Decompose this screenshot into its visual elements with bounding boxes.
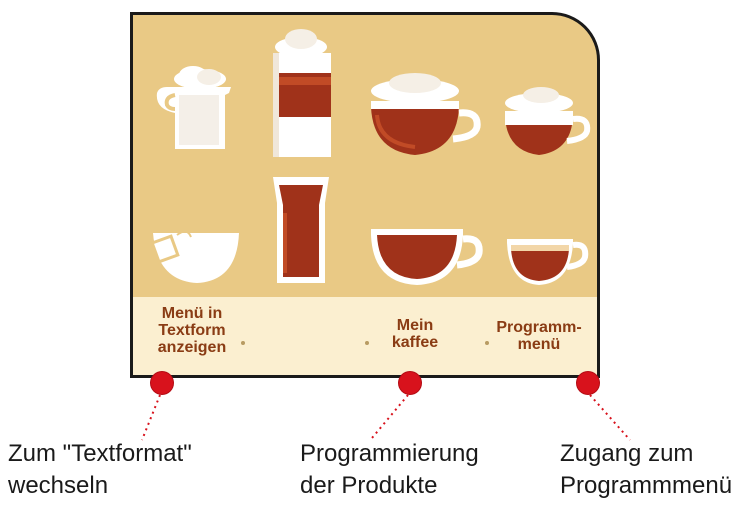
separator-dot [241, 341, 245, 345]
marker-program-menu [577, 372, 599, 394]
tall-glass-icon [273, 177, 329, 283]
product-cappuccino[interactable] [365, 71, 483, 161]
separator-dot [365, 341, 369, 345]
caption-left-line2: wechseln [8, 472, 109, 499]
product-latte-macchiato[interactable] [265, 25, 335, 161]
small-foam-cup-icon [505, 87, 591, 155]
my-coffee-button[interactable]: Mein kaffee [385, 317, 445, 351]
cappuccino-cup-icon [371, 73, 481, 155]
program-menu-button[interactable]: Programm- menü [489, 319, 589, 353]
caption-middle-line2: der Produkte [300, 472, 438, 499]
marker-my-coffee [399, 372, 421, 394]
program-menu-label-line2: menü [517, 336, 561, 353]
caption-program-menu: Zugang zum Programmmenü [560, 438, 732, 502]
caption-left-line1: Zum "Textformat" [8, 440, 192, 467]
callout-line-left [141, 394, 161, 441]
product-coffee[interactable] [367, 225, 485, 291]
separator-dot [485, 341, 489, 345]
text-menu-label-line1: Menü in [161, 305, 223, 322]
text-menu-button[interactable]: Menü in Textform anzeigen [147, 305, 237, 356]
coffee-machine-display: Menü in Textform anzeigen Mein kaffee Pr… [130, 12, 600, 378]
tea-cup-icon [150, 230, 239, 283]
milk-jug-icon [156, 66, 231, 149]
product-tea[interactable] [147, 225, 243, 287]
caption-product-programming: Programmierung der Produkte [300, 438, 479, 502]
latte-glass-icon [273, 29, 331, 157]
callout-line-right [589, 394, 631, 441]
product-espresso-macchiato[interactable] [501, 85, 591, 161]
product-americano[interactable] [269, 173, 333, 287]
program-menu-label-line1: Programm- [496, 319, 582, 336]
bottom-bar: Menü in Textform anzeigen Mein kaffee Pr… [133, 297, 597, 375]
coffee-cup-icon [371, 229, 483, 285]
caption-middle-line1: Programmierung [300, 440, 479, 467]
callout-line-middle [371, 394, 409, 439]
product-milk-jug[interactable] [145, 65, 241, 155]
espresso-cup-icon [507, 239, 589, 285]
product-espresso[interactable] [503, 235, 589, 289]
caption-right-line2: Programmmenü [560, 472, 733, 499]
caption-right-line1: Zugang zum [560, 440, 694, 467]
my-coffee-label-line2: kaffee [391, 334, 439, 351]
caption-text-format: Zum "Textformat" wechseln [8, 438, 192, 502]
marker-text-menu [151, 372, 173, 394]
text-menu-label-line3: anzeigen [157, 339, 227, 356]
my-coffee-label-line1: Mein [396, 317, 434, 334]
text-menu-label-line2: Textform [158, 322, 226, 339]
